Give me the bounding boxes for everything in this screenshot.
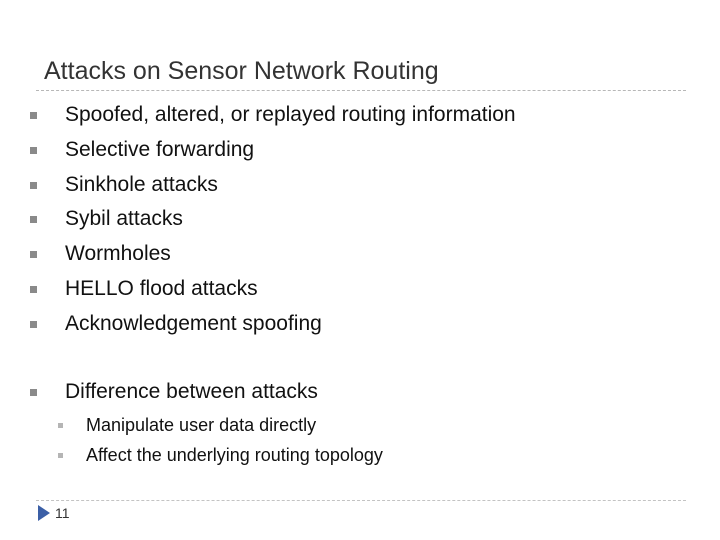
bullet-text: Wormholes [65,242,171,265]
bullet-text: Difference between attacks [65,380,318,403]
bullet-text: Acknowledgement spoofing [65,312,322,335]
bullet-text: Selective forwarding [65,138,255,161]
square-bullet-icon [30,147,37,154]
bullet-text: Sinkhole attacks [65,173,218,196]
square-bullet-icon [30,321,37,328]
play-arrow-icon [38,505,50,521]
square-bullet-icon [30,389,37,396]
slide-title: Attacks on Sensor Network Routing [44,57,439,85]
bullet-text: HELLO flood attacks [65,277,258,300]
title-divider [36,90,686,91]
square-bullet-icon [58,423,63,428]
sub-bullet-text: Affect the underlying routing topology [86,445,383,465]
slide-number: 11 [55,505,70,521]
square-bullet-icon [30,216,37,223]
square-bullet-icon [30,112,37,119]
bullet-text: Spoofed, altered, or replayed routing in… [65,103,516,126]
footer-divider [36,500,686,501]
square-bullet-icon [30,251,37,258]
square-bullet-icon [58,453,63,458]
square-bullet-icon [30,182,37,189]
square-bullet-icon [30,286,37,293]
sub-bullet-text: Manipulate user data directly [86,415,317,435]
bullet-text: Sybil attacks [65,207,183,230]
